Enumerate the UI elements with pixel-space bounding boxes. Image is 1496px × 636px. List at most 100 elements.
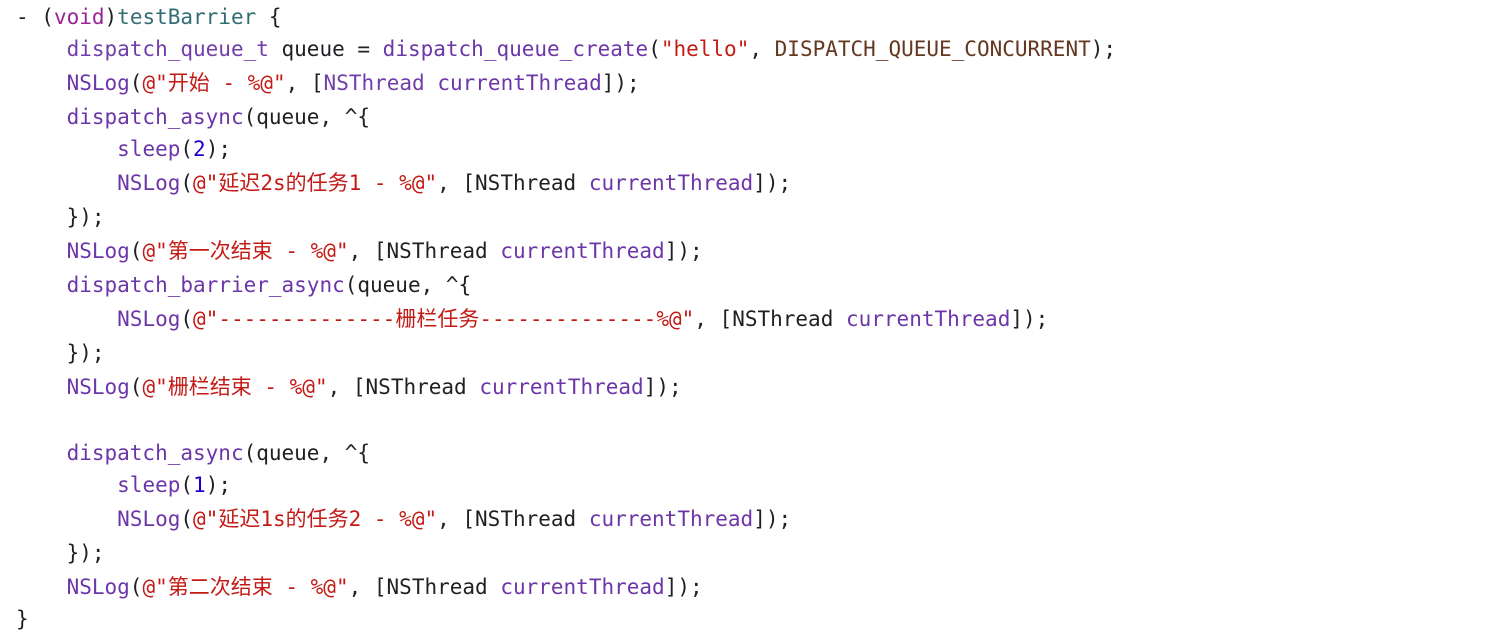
code-token-other: NSLog xyxy=(66,575,130,599)
code-token-plain: ( xyxy=(180,307,194,331)
code-token-plain xyxy=(16,441,67,465)
code-token-plain: , [ xyxy=(285,71,324,95)
code-token-plain: , [NSThread xyxy=(348,239,501,263)
code-token-other: dispatch_async xyxy=(66,441,244,465)
code-token-other: currentThread xyxy=(588,171,754,195)
code-token-other: currentThread xyxy=(588,507,754,531)
code-token-plain: (queue, ^{ xyxy=(243,441,371,465)
code-token-plain: - ( xyxy=(16,5,54,29)
code-token-plain: { xyxy=(256,5,282,29)
code-line[interactable]: NSLog(@"延迟2s的任务1 - %@", [NSThread curren… xyxy=(16,166,791,200)
code-token-plain: ( xyxy=(180,171,194,195)
code-line[interactable]: dispatch_barrier_async(queue, ^{ xyxy=(16,268,472,302)
code-line[interactable]: NSLog(@"延迟1s的任务2 - %@", [NSThread curren… xyxy=(16,502,791,536)
code-token-plain: }); xyxy=(16,341,105,365)
code-token-plain xyxy=(16,507,117,531)
code-token-plain xyxy=(16,307,117,331)
code-token-plain: }); xyxy=(16,541,105,565)
code-line[interactable]: }); xyxy=(16,536,105,570)
code-line[interactable]: NSLog(@"第一次结束 - %@", [NSThread currentTh… xyxy=(16,234,703,268)
code-token-plain xyxy=(16,171,117,195)
code-token-plain: ( xyxy=(180,137,194,161)
code-line[interactable]: } xyxy=(16,602,29,636)
code-token-plain: ( xyxy=(129,575,143,599)
code-line[interactable]: dispatch_async(queue, ^{ xyxy=(16,436,370,470)
code-token-other: currentThread xyxy=(845,307,1011,331)
code-token-plain: , xyxy=(749,37,775,61)
code-token-plain xyxy=(16,575,67,599)
code-token-plain xyxy=(16,71,67,95)
code-token-number: 1 xyxy=(193,473,206,497)
code-token-plain: ]); xyxy=(753,507,792,531)
code-token-other: NSLog xyxy=(117,307,181,331)
code-token-other: NSLog xyxy=(117,171,181,195)
code-token-plain: ]); xyxy=(601,71,640,95)
code-token-number: 2 xyxy=(193,137,206,161)
code-token-plain: , [NSThread xyxy=(694,307,846,331)
code-line[interactable]: }); xyxy=(16,336,105,370)
code-token-type: dispatch_queue_t xyxy=(66,37,269,61)
code-token-other: sleep xyxy=(117,137,181,161)
code-token-plain: ); xyxy=(205,137,231,161)
code-token-plain: ( xyxy=(180,507,194,531)
code-token-plain: (queue, ^{ xyxy=(243,105,371,129)
code-token-other: dispatch_barrier_async xyxy=(66,273,345,297)
code-line[interactable]: }); xyxy=(16,200,105,234)
code-token-plain: ); xyxy=(1090,37,1117,61)
code-token-other: NSLog xyxy=(66,71,130,95)
code-line[interactable]: sleep(1); xyxy=(16,468,231,502)
code-token-plain: ]); xyxy=(1010,307,1049,331)
code-token-plain: ]); xyxy=(664,575,703,599)
code-token-plain xyxy=(16,375,67,399)
code-token-other: currentThread xyxy=(500,239,665,263)
code-token-keyword: void xyxy=(53,5,105,29)
code-token-plain: , [NSThread xyxy=(348,575,501,599)
code-token-type: NSThread xyxy=(323,71,425,95)
code-token-plain xyxy=(16,37,67,61)
code-token-plain: queue = xyxy=(268,37,383,61)
code-token-string: @"--------------栅栏任务--------------%@" xyxy=(193,307,695,331)
code-token-function: testBarrier xyxy=(117,5,257,29)
code-line[interactable]: dispatch_queue_t queue = dispatch_queue_… xyxy=(16,32,1116,66)
code-token-plain: ( xyxy=(129,239,143,263)
code-token-macro: DISPATCH_QUEUE_CONCURRENT xyxy=(774,37,1091,61)
code-token-string: @"第二次结束 - %@" xyxy=(142,575,349,599)
code-token-other: dispatch_async xyxy=(66,105,244,129)
code-token-other: currentThread xyxy=(479,375,644,399)
code-token-plain xyxy=(16,105,67,129)
code-line[interactable]: NSLog(@"--------------栅栏任务--------------… xyxy=(16,302,1048,336)
code-token-plain: }); xyxy=(16,205,105,229)
code-token-plain: , [NSThread xyxy=(437,507,589,531)
code-line[interactable]: NSLog(@"第二次结束 - %@", [NSThread currentTh… xyxy=(16,570,703,604)
code-token-string: @"开始 - %@" xyxy=(142,71,286,95)
code-line[interactable]: NSLog(@"开始 - %@", [NSThread currentThrea… xyxy=(16,66,640,100)
code-token-string: @"第一次结束 - %@" xyxy=(142,239,349,263)
code-token-string: "hello" xyxy=(660,37,750,61)
code-token-plain: ) xyxy=(104,5,118,29)
code-line[interactable]: NSLog(@"栅栏结束 - %@", [NSThread currentThr… xyxy=(16,370,682,404)
code-token-other: sleep xyxy=(117,473,181,497)
code-token-string: @"栅栏结束 - %@" xyxy=(142,375,328,399)
code-token-plain: ]); xyxy=(664,239,703,263)
code-token-plain: } xyxy=(16,607,29,631)
code-token-plain: (queue, ^{ xyxy=(344,273,472,297)
code-token-plain xyxy=(425,71,438,95)
code-token-plain: ]); xyxy=(643,375,682,399)
code-line[interactable]: sleep(2); xyxy=(16,132,231,166)
code-token-plain: ( xyxy=(129,71,143,95)
code-token-plain: , [NSThread xyxy=(437,171,589,195)
code-token-plain: ); xyxy=(205,473,231,497)
code-token-plain: ]); xyxy=(753,171,792,195)
code-token-plain: ( xyxy=(648,37,661,61)
code-token-plain: ( xyxy=(129,375,143,399)
code-line[interactable]: - (void)testBarrier { xyxy=(16,0,282,34)
code-token-plain xyxy=(16,473,117,497)
code-token-other: currentThread xyxy=(500,575,665,599)
code-token-other: dispatch_queue_create xyxy=(382,37,649,61)
code-token-plain: , [NSThread xyxy=(327,375,480,399)
code-token-plain xyxy=(16,239,67,263)
code-line[interactable]: dispatch_async(queue, ^{ xyxy=(16,100,370,134)
code-token-other: NSLog xyxy=(66,375,130,399)
code-token-other: NSLog xyxy=(66,239,130,263)
